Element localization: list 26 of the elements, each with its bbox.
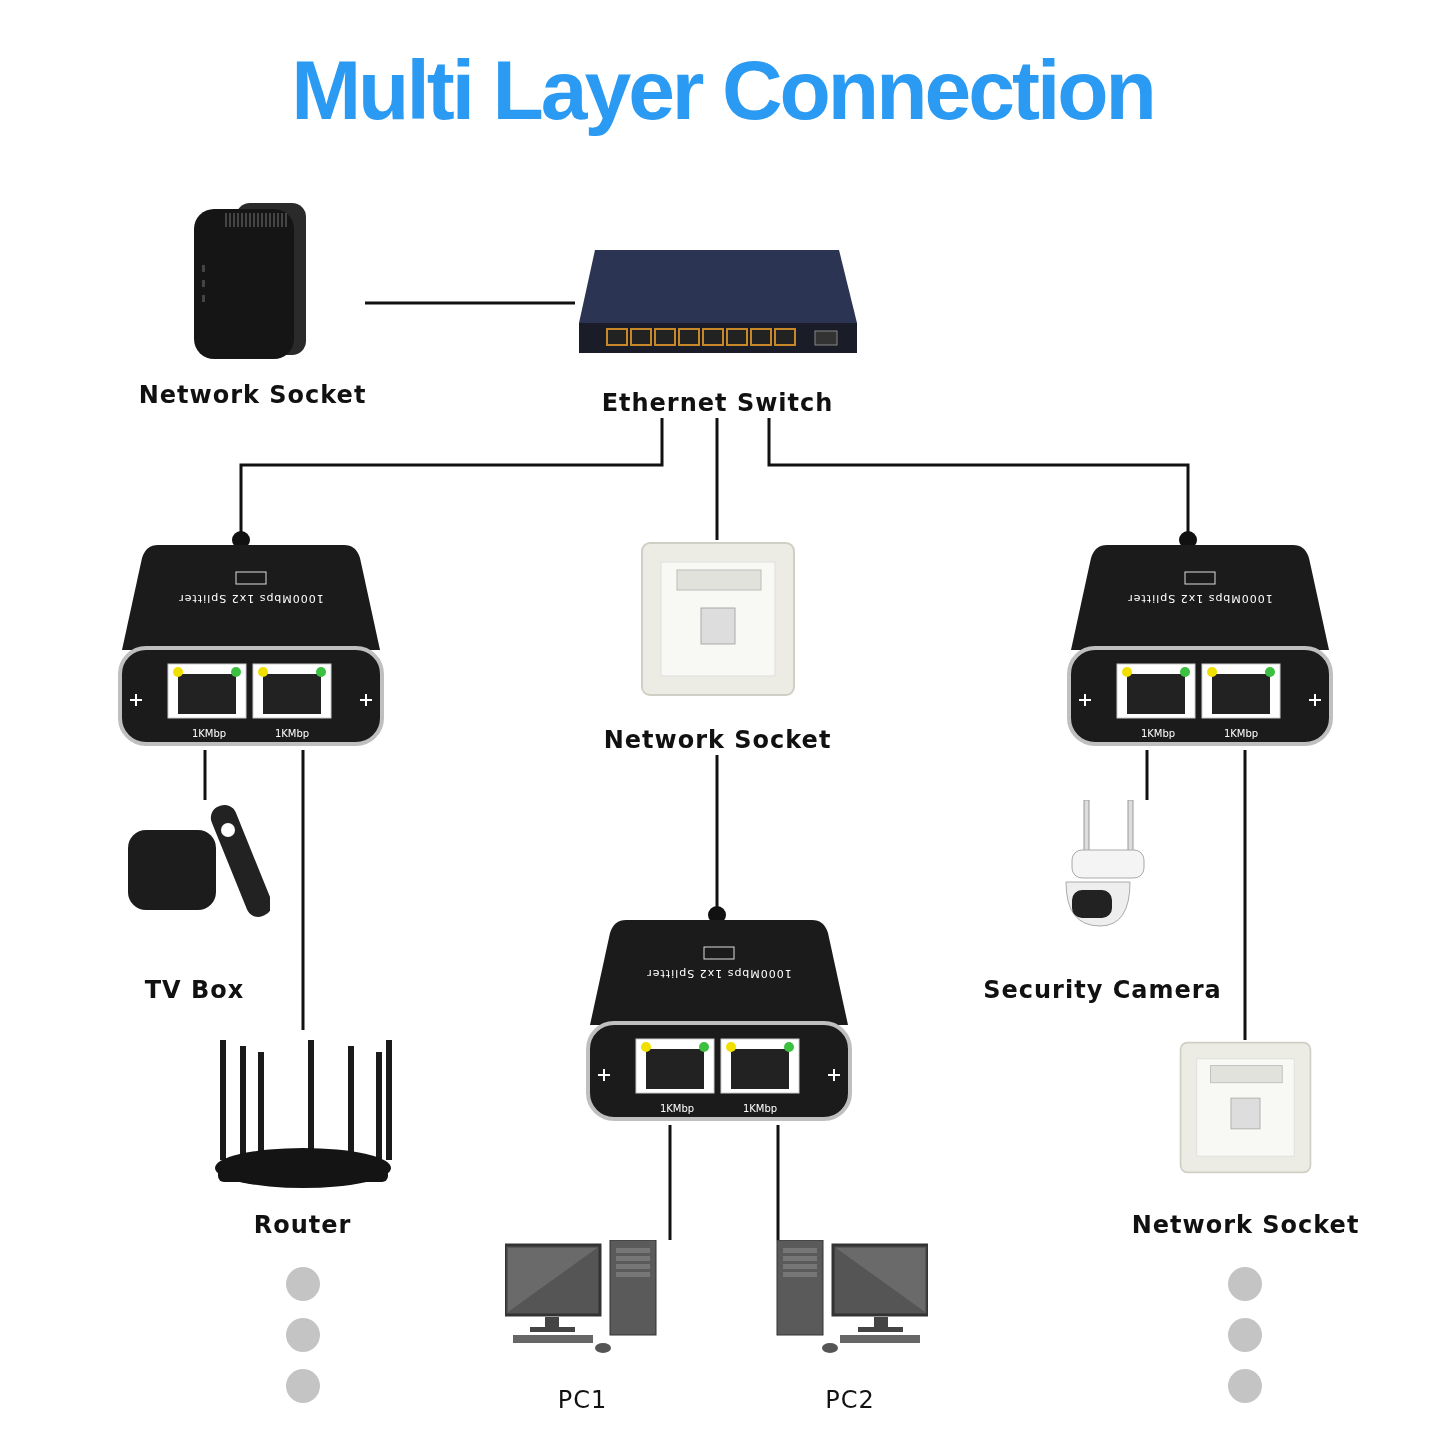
device-label: PC1 [557,1386,608,1413]
product-marking: 1000Mbps 1x2 Splitter [1127,592,1273,604]
port-label: 1KMbp [1140,729,1176,739]
device-label: Security Camera [983,976,1222,1003]
product-marking: 1000Mbps 1x2 Splitter [646,967,792,979]
device-label: Network Socket [138,381,367,408]
device-label: Network Socket [603,726,832,753]
port-label: 1KMbp [742,1104,778,1114]
device-label: Ethernet Switch [601,389,834,416]
device-label: Router [253,1211,352,1238]
product-marking: 1000Mbps 1x2 Splitter [178,592,324,604]
cable-line [776,1125,780,1240]
port-label: 1KMbp [1223,729,1259,739]
port-label: 1KMbp [191,729,227,739]
port-label: 1KMbp [274,729,310,739]
cable-line [301,750,305,1030]
port-label: 1KMbp [659,1104,695,1114]
cable-line [1243,750,1247,1040]
cable-line [715,418,719,540]
cable-line [203,750,207,800]
device-label: TV Box [144,976,245,1003]
cable-line [668,1125,672,1240]
device-label: PC2 [825,1386,875,1413]
device-label: Network Socket [1131,1211,1360,1238]
cable-line [365,301,575,305]
cable-line [1145,750,1149,800]
